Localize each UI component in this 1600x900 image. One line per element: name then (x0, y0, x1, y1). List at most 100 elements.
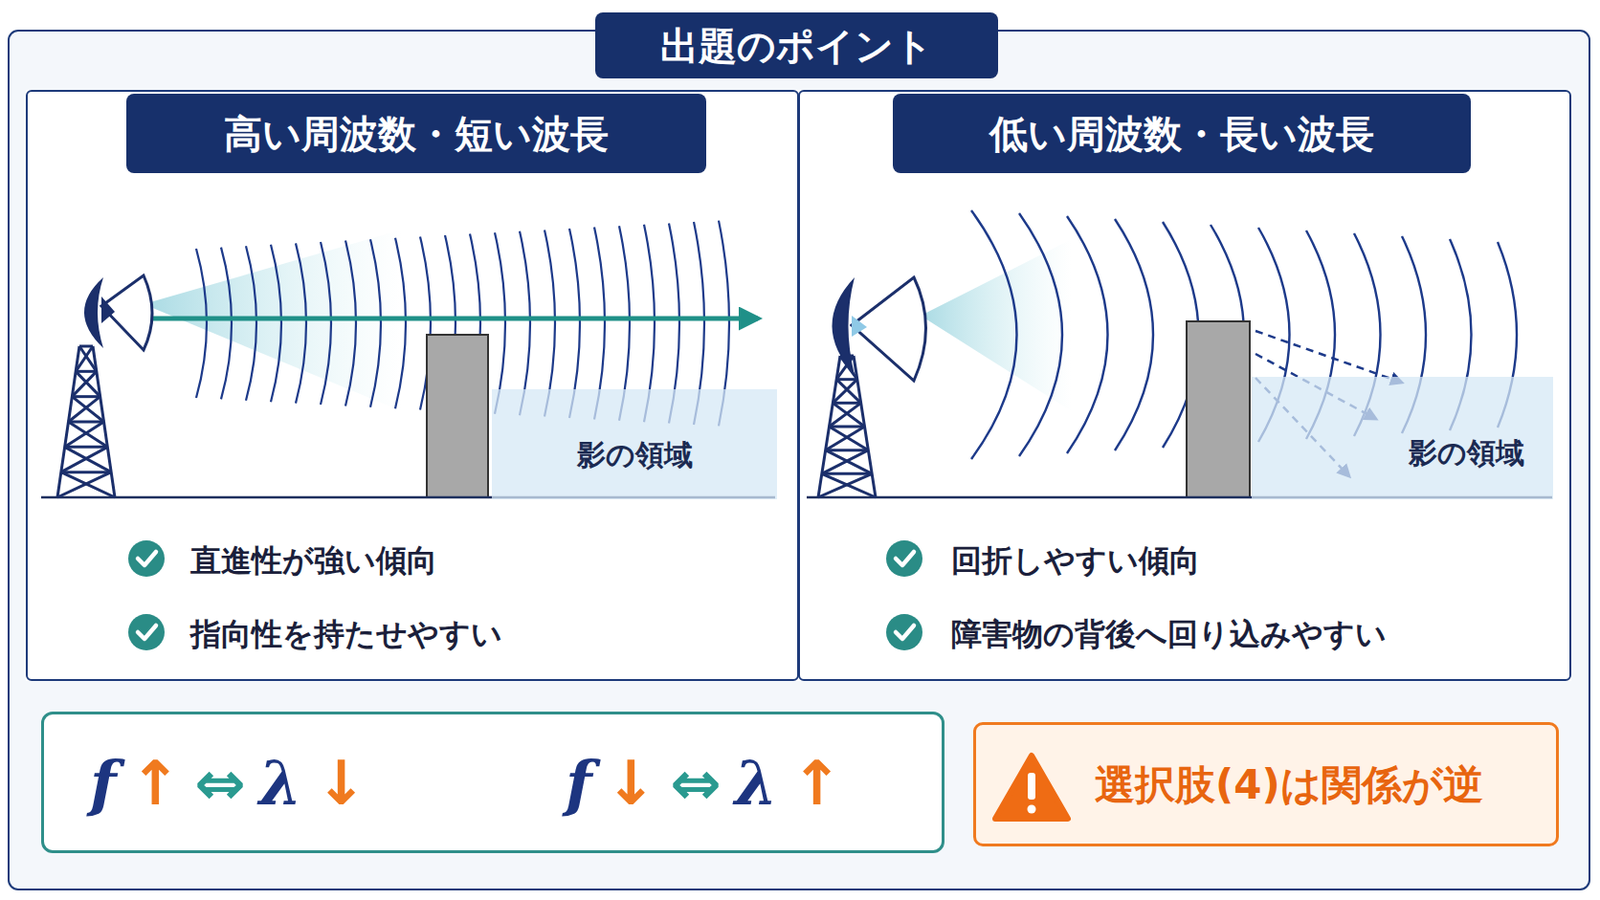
warning-fill (973, 722, 1559, 847)
tower-strut (829, 425, 866, 429)
region-label: 影の領域 (577, 438, 693, 473)
tower-strut (57, 472, 112, 498)
wave-front (295, 243, 307, 403)
tower-strut (818, 473, 872, 498)
tower-strut (75, 371, 101, 397)
formula-box: f↑⇔λ↓f↓⇔λ↑ (41, 711, 945, 854)
region-label: 影の領域 (1408, 436, 1525, 471)
warning-text: 選択肢(4)は関係が逆 (1094, 761, 1484, 810)
formula: f↓⇔λ↑ (565, 747, 856, 822)
formula-symbol: λ (734, 747, 778, 820)
dashed-arrow (1255, 331, 1402, 383)
formula-symbol: ↑ (130, 748, 182, 820)
wave-front (221, 247, 232, 400)
tower (818, 355, 876, 498)
formula-symbol: ↑ (791, 748, 844, 820)
panel-fill (25, 89, 1572, 682)
shadow-region: 影の領域 (491, 389, 778, 500)
formula-symbol: f (89, 747, 117, 820)
panel-heading: 低い周波数・長い波長 (892, 93, 1471, 174)
tower-strut (71, 371, 97, 397)
tower-strut (822, 472, 872, 476)
check-item: 障害物の背後へ回り込みやすい (951, 616, 1387, 653)
wave-front (245, 245, 257, 401)
dish-feed (851, 315, 867, 337)
frame-rect (8, 30, 1590, 890)
building (426, 334, 489, 498)
tower-strut (832, 402, 865, 427)
panel: 影の領域 高い周波数・短い波長直進性が強い傾向指向性を持たせやすい (25, 89, 800, 682)
tower-strut (825, 450, 873, 475)
tower-strut (836, 377, 858, 381)
check-icon (886, 614, 923, 651)
warning-mark (1027, 773, 1036, 800)
dish-horn (101, 275, 153, 351)
warning-icon (995, 755, 1068, 820)
tower-strut (829, 402, 862, 427)
tower-strut (825, 448, 869, 452)
tower-strut (79, 345, 93, 349)
formula-symbol: λ (259, 747, 303, 820)
tower-strut (71, 395, 100, 399)
tower-strut (65, 445, 109, 449)
tower-strut (822, 473, 876, 498)
formula-symbol: ↓ (315, 748, 368, 820)
tower-strut (79, 346, 97, 372)
check-item: 回折しやすい傾向 (951, 542, 1200, 579)
tower-strut (65, 422, 105, 447)
formula-symbol: ⇔ (194, 748, 246, 820)
tower-strut (68, 421, 105, 424)
outer-frame (8, 30, 1590, 890)
tower-strut (61, 446, 109, 472)
tower-strut (68, 397, 101, 423)
tower-strut (75, 346, 93, 372)
formula-symbol: ↓ (605, 748, 658, 820)
check-icon (886, 540, 923, 578)
warning-box: 選択肢(4)は関係が逆 (973, 722, 1559, 847)
right-illustration (806, 210, 1553, 498)
warning-dot (1027, 805, 1037, 815)
panel-heading: 高い周波数・短い波長 (126, 93, 707, 174)
check-item: 直進性が強い傾向 (190, 542, 438, 579)
left-illustration (41, 221, 776, 498)
wave-front (270, 244, 282, 402)
building (1186, 321, 1250, 498)
tower-strut (825, 426, 866, 451)
tower-strut (65, 446, 112, 472)
tower-strut (832, 401, 861, 405)
dish-feed (101, 296, 115, 324)
tower-strut (61, 472, 115, 498)
title-tab: 出題のポイント (595, 12, 999, 79)
wave-front (395, 238, 406, 409)
tower-strut (68, 422, 109, 447)
shadow-region: 影の領域 (1251, 377, 1554, 500)
wave-front (370, 239, 381, 408)
formula: f↑⇔λ↓ (89, 747, 380, 822)
wave-front (320, 242, 332, 405)
tower-strut (61, 470, 112, 474)
wave-front (1066, 216, 1109, 454)
wave-front (196, 248, 207, 399)
warning-triangle (995, 755, 1068, 820)
tower-strut (832, 379, 858, 404)
formula-symbol: ⇔ (669, 748, 722, 820)
tower-strut (75, 370, 97, 374)
panel: 影の領域 低い周波数・長い波長回折しやすい傾向障害物の背後へ回り込みやすい (798, 89, 1572, 682)
direction-arrow (153, 316, 758, 322)
check-icon (128, 614, 165, 651)
wave-front (494, 232, 506, 415)
wave-front (519, 231, 531, 416)
formula-symbol: f (565, 747, 593, 820)
check-item: 指向性を持たせやすい (190, 616, 503, 653)
wave-front (971, 210, 1018, 460)
tower-strut (71, 397, 104, 423)
tower (57, 346, 115, 498)
dish-back (84, 277, 104, 349)
dish-horn (851, 277, 927, 381)
wave-front (345, 241, 356, 407)
wave-front (1114, 219, 1154, 451)
tower-strut (829, 426, 869, 451)
check-icon (128, 540, 165, 578)
wave-front (1019, 213, 1063, 457)
